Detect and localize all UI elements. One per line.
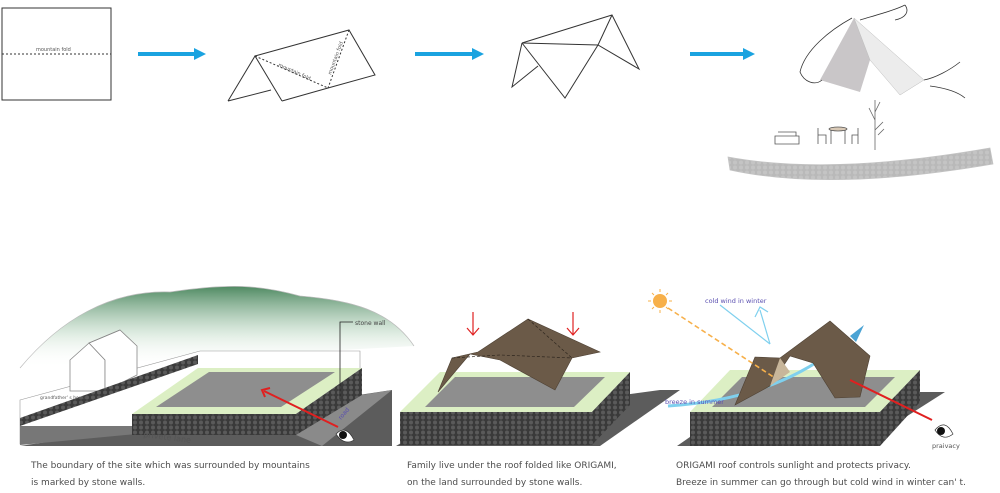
left-hand bbox=[799, 17, 853, 84]
eye-icon bbox=[335, 429, 355, 443]
arrow-head-icon bbox=[260, 387, 271, 398]
caption-line: Family live under the roof folded like O… bbox=[407, 461, 617, 471]
site-floor bbox=[156, 372, 335, 407]
fold-step-3 bbox=[511, 14, 641, 99]
caption-roof: Family live under the roof folded like O… bbox=[407, 458, 617, 492]
arrow-right-icon bbox=[194, 48, 206, 60]
down-arrow-left-icon bbox=[466, 312, 480, 336]
right-hand bbox=[923, 61, 966, 99]
arrow-right-icon bbox=[472, 48, 484, 60]
step-arrow-3 bbox=[690, 48, 755, 60]
wind-exit-arrow-icon bbox=[850, 325, 864, 342]
grandfathers-house bbox=[69, 329, 138, 392]
panel-site: privete lane road stone wall grandfather… bbox=[19, 285, 415, 446]
cold-wind-label: cold wind in winter bbox=[705, 297, 767, 305]
fold-label-a: mountain fold bbox=[277, 62, 311, 82]
stone-wall-left bbox=[20, 355, 198, 426]
stone-wall-front bbox=[400, 412, 592, 445]
paper-roof-right bbox=[853, 17, 925, 96]
stone-wall-leader bbox=[339, 321, 353, 399]
paper-roof-left bbox=[820, 18, 870, 92]
caption-line: Breeze in summer can go through but cold… bbox=[676, 478, 966, 488]
step-arrow-1 bbox=[138, 48, 206, 60]
caption-line: The boundary of the site which was surro… bbox=[31, 461, 310, 471]
sunlight-ray bbox=[667, 307, 776, 379]
caption-line: on the land surrounded by stone walls. bbox=[407, 478, 583, 488]
paper-sheet bbox=[1, 7, 112, 101]
cold-wind-arrows bbox=[719, 304, 771, 345]
right-hand-top bbox=[859, 4, 908, 21]
eye-icon bbox=[934, 424, 954, 438]
tree-icon bbox=[868, 100, 885, 150]
site-floor bbox=[425, 377, 605, 407]
fold-step-2: mountain fold mountain fold bbox=[227, 29, 376, 102]
sightline-arrow bbox=[263, 390, 339, 428]
road-surface bbox=[296, 390, 392, 446]
panel-environment: cold wind in winter breeze in summer pra… bbox=[648, 289, 960, 450]
caption-line: ORIGAMI roof controls sunlight and prote… bbox=[676, 461, 911, 471]
stone-wall-label: stone wall bbox=[355, 320, 386, 327]
privacy-label: praivacy bbox=[932, 442, 960, 450]
caption-site: The boundary of the site which was surro… bbox=[31, 458, 310, 492]
roof-fold-lines bbox=[451, 354, 573, 359]
fold-step-4-illustration bbox=[727, 4, 994, 180]
down-arrow-right-icon bbox=[566, 312, 580, 336]
sunlit-patch bbox=[770, 358, 790, 386]
caption-environment: ORIGAMI roof controls sunlight and prote… bbox=[676, 458, 966, 492]
fold-step-1: mountain fold bbox=[1, 7, 112, 101]
stone-wall-right bbox=[592, 372, 630, 445]
stone-wall-front bbox=[132, 414, 296, 435]
step-arrow-2 bbox=[415, 48, 484, 60]
stone-wall-right bbox=[880, 370, 920, 446]
fold-label-b: mountain fold bbox=[327, 41, 345, 76]
fold-label: mountain fold bbox=[36, 47, 71, 53]
dining-table-icon bbox=[817, 126, 859, 144]
privacy-sightline-2 bbox=[851, 380, 896, 403]
stone-wall-front bbox=[690, 412, 880, 446]
breeze-label: breeze in summer bbox=[665, 398, 724, 406]
stone-wall-sketch bbox=[727, 147, 994, 180]
panel-roof bbox=[396, 312, 680, 446]
arrow-right-icon bbox=[743, 48, 755, 60]
grandfathers-house-label: grandfather' s house bbox=[40, 395, 87, 401]
sun-icon bbox=[648, 289, 672, 313]
caption-line: is marked by stone walls. bbox=[31, 478, 146, 488]
sofa-icon bbox=[774, 131, 800, 145]
stone-wall-right bbox=[296, 368, 362, 435]
